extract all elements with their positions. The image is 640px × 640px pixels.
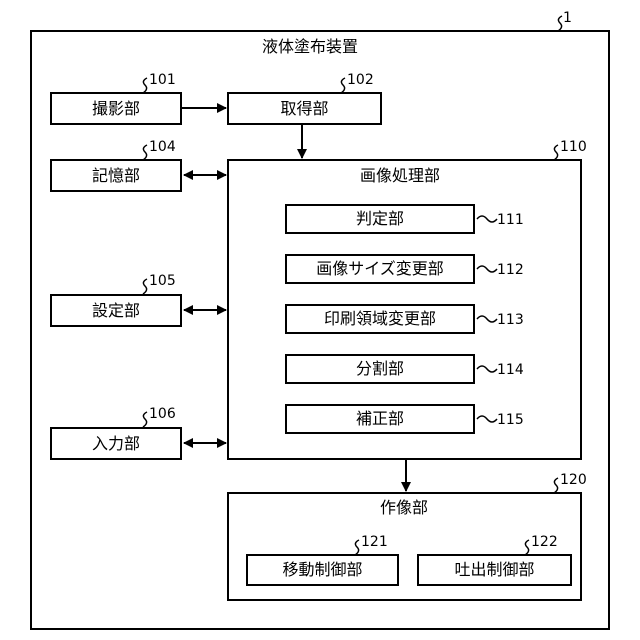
storage-unit-box: 記憶部	[50, 159, 182, 192]
image-processing-unit-ref: 110	[560, 139, 587, 155]
correction-unit-label: 補正部	[356, 409, 404, 429]
print-area-change-unit-ref: 113	[497, 312, 524, 328]
acquisition-unit-label: 取得部	[280, 99, 328, 119]
image-size-change-unit-box: 画像サイズ変更部	[285, 254, 475, 284]
determination-unit-ref: 111	[497, 212, 524, 228]
movement-control-unit-ref: 121	[361, 534, 388, 550]
ejection-control-unit-box: 吐出制御部	[417, 554, 572, 586]
print-area-change-unit-label: 印刷領域変更部	[324, 309, 436, 329]
determination-unit-box: 判定部	[285, 204, 475, 234]
ref-leader-1	[558, 16, 562, 31]
acquisition-unit-ref: 102	[347, 72, 374, 88]
liquid-coating-device-ref: 1	[563, 10, 572, 26]
division-unit-label: 分割部	[356, 359, 404, 379]
ejection-control-unit-ref: 122	[531, 534, 558, 550]
division-unit-box: 分割部	[285, 354, 475, 384]
image-forming-unit-ref: 120	[560, 472, 587, 488]
acquisition-unit-box: 取得部	[227, 92, 382, 125]
image-processing-unit-label: 画像処理部	[360, 166, 440, 186]
movement-control-unit-label: 移動制御部	[282, 560, 362, 580]
determination-unit-label: 判定部	[356, 209, 404, 229]
movement-control-unit-box: 移動制御部	[246, 554, 399, 586]
storage-unit-label: 記憶部	[92, 166, 140, 186]
imaging-unit-label: 撮影部	[92, 99, 140, 119]
ejection-control-unit-label: 吐出制御部	[454, 560, 534, 580]
image-forming-unit-label: 作像部	[380, 498, 428, 518]
input-unit-ref: 106	[149, 406, 176, 422]
correction-unit-ref: 115	[497, 412, 524, 428]
storage-unit-ref: 104	[149, 139, 176, 155]
imaging-unit-ref: 101	[149, 72, 176, 88]
setting-unit-label: 設定部	[92, 301, 140, 321]
correction-unit-box: 補正部	[285, 404, 475, 434]
image-size-change-unit-label: 画像サイズ変更部	[316, 259, 444, 279]
division-unit-ref: 114	[497, 362, 524, 378]
print-area-change-unit-box: 印刷領域変更部	[285, 304, 475, 334]
liquid-coating-device-label: 液体塗布装置	[262, 37, 358, 57]
setting-unit-ref: 105	[149, 273, 176, 289]
input-unit-label: 入力部	[92, 434, 140, 454]
image-size-change-unit-ref: 112	[497, 262, 524, 278]
input-unit-box: 入力部	[50, 427, 182, 460]
setting-unit-box: 設定部	[50, 294, 182, 327]
imaging-unit-box: 撮影部	[50, 92, 182, 125]
